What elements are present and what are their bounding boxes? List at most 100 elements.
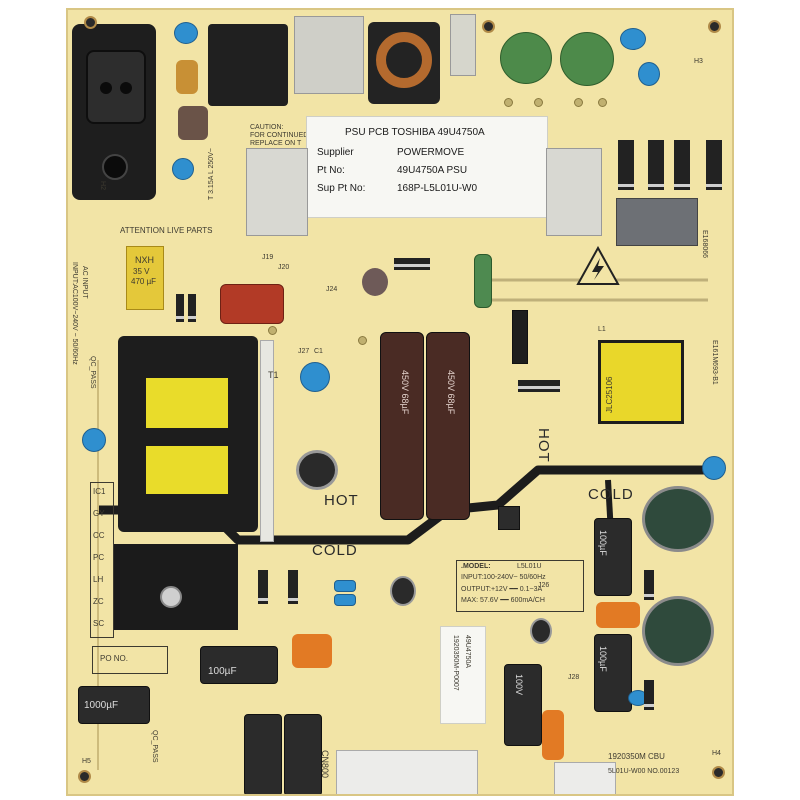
socket-pin-right <box>120 82 132 94</box>
socket-screw <box>102 154 128 180</box>
silk-caution-1: CAUTION: <box>250 124 284 131</box>
output-connector-small <box>554 762 616 794</box>
filter-choke-black <box>208 24 288 106</box>
silk-cold-left: COLD <box>312 542 358 559</box>
cap-100uf-label: 100µF <box>598 530 608 556</box>
silk-caution-2: FOR CONTINUED <box>250 132 309 139</box>
model-value: L5L01U <box>517 563 542 570</box>
bulk-capacitor <box>426 332 470 520</box>
label-pt-key: Pt No: <box>317 165 345 176</box>
nxh-cap-line1: NXH <box>135 255 155 265</box>
small-electrolytic <box>362 268 388 296</box>
silk-j28: J28 <box>568 674 580 681</box>
rectifier-diode <box>674 140 690 190</box>
y-capacitor <box>82 428 106 452</box>
label-supplier-key: Supplier <box>317 147 354 158</box>
bulk-capacitor <box>380 332 424 520</box>
small-sticker-line1: 49U4750A <box>464 635 471 669</box>
check-item: SC <box>93 619 105 628</box>
bottom-sticker: 1920350M CBU 5L01U-W00 NO.00123 <box>608 748 704 784</box>
output-capacitor-green <box>642 486 714 552</box>
small-electrolytic <box>530 618 552 644</box>
main-transformer <box>118 336 258 532</box>
bottom-sticker-line2: 5L01U-W00 NO.00123 <box>608 768 680 775</box>
silk-j19: J19 <box>262 254 274 261</box>
heatsink-screw <box>160 586 182 608</box>
ic-chip <box>498 506 520 530</box>
silk-h2: H2 <box>98 181 106 190</box>
mounting-hole <box>712 766 725 779</box>
silk-cn800: CN800 <box>320 750 330 779</box>
silk-input-spec: INPUT:AC100V~240V ~ 50/60Hz <box>71 262 78 365</box>
bottom-sticker-line1: 1920350M CBU <box>608 752 665 761</box>
test-pad <box>504 98 513 107</box>
label-supplier-value: POWERMOVE <box>397 147 465 158</box>
silk-h5: H5 <box>82 758 91 765</box>
output-capacitor <box>504 664 542 746</box>
vertical-diode <box>644 680 654 710</box>
y-capacitor <box>638 62 660 86</box>
silk-t1: T1 <box>268 370 279 380</box>
bulk-cap-text: 450V 68µF <box>446 370 456 415</box>
test-pad <box>534 98 543 107</box>
heatsink-top-right <box>546 148 602 236</box>
orange-film-capacitor <box>542 710 564 760</box>
copper-winding <box>376 32 432 88</box>
check-item: IC1 <box>93 487 106 496</box>
bulk-cap-text: 450V 68µF <box>400 370 410 415</box>
mounting-hole <box>482 20 495 33</box>
silk-h3: H3 <box>694 58 703 65</box>
check-column: IC1 GY CC PC LH ZC SC <box>90 482 114 638</box>
rectifier-diode <box>618 140 634 190</box>
silk-cold-right: COLD <box>588 486 634 503</box>
y-capacitor <box>174 22 198 44</box>
mounting-hole <box>84 16 97 29</box>
silk-h4: H4 <box>712 750 721 757</box>
output-capacitor <box>200 646 278 684</box>
output-capacitor <box>78 686 150 724</box>
small-diode <box>188 294 196 322</box>
model-input: INPUT:100-240V~ 50/60Hz <box>461 574 546 581</box>
silk-attention: ATTENTION LIVE PARTS <box>120 226 213 235</box>
silk-ac-input: AC INPUT <box>81 266 88 299</box>
model-box: .MODEL: L5L01U INPUT:100-240V~ 50/60Hz O… <box>456 560 584 612</box>
small-blue-capacitor <box>334 580 356 592</box>
label-pt-value: 49U4750A PSU <box>397 165 468 176</box>
mounting-hole <box>708 20 721 33</box>
label-sup-key: Sup Pt No: <box>317 183 366 194</box>
silk-j26: J26 <box>538 582 550 589</box>
output-connector <box>336 750 478 794</box>
y-capacitor <box>620 28 646 50</box>
label-sup-value: 168P-L5L01U-W0 <box>397 183 478 194</box>
orange-film-capacitor <box>292 634 332 668</box>
silk-qc-pass-bottom: QC_PASS <box>151 730 158 763</box>
silk-fuse-rating: T 3.15A L 250V~ <box>208 148 215 200</box>
model-key: .MODEL: <box>461 563 491 570</box>
small-electrolytic <box>390 576 416 606</box>
test-pad <box>268 326 277 335</box>
cap-100uf-label: 100µF <box>208 666 237 677</box>
model-output: OUTPUT:+12V ━━ 0.1~3A <box>461 586 543 593</box>
transformer-tape-bottom <box>146 446 228 494</box>
check-item: GY <box>93 509 105 518</box>
y-capacitor <box>172 158 194 180</box>
silk-j27: J27 <box>298 348 310 355</box>
high-voltage-warning-icon <box>576 246 620 285</box>
orange-film-capacitor <box>596 602 640 628</box>
silk-j24: J24 <box>326 286 338 293</box>
po-box <box>92 646 168 674</box>
small-sticker-line2: 1920350M-P0007 <box>452 635 459 691</box>
small-electrolytic <box>296 450 338 490</box>
ac-input-socket <box>72 24 156 200</box>
output-capacitor-green <box>642 596 714 666</box>
silk-caution-3: REPLACE ON T <box>250 140 302 147</box>
silk-c1: C1 <box>314 348 323 355</box>
green-resistor <box>474 254 492 308</box>
horizontal-diode <box>394 258 430 270</box>
vertical-diode <box>644 570 654 600</box>
silk-e-number: E168066 <box>701 230 708 259</box>
silk-hot-right: HOT <box>535 428 552 463</box>
y-capacitor <box>702 456 726 480</box>
model-max: MAX: 57.6V ━━ 600mA/CH <box>461 597 545 604</box>
product-label: PSU PCB TOSHIBA 49U4750A Supplier POWERM… <box>306 116 548 218</box>
